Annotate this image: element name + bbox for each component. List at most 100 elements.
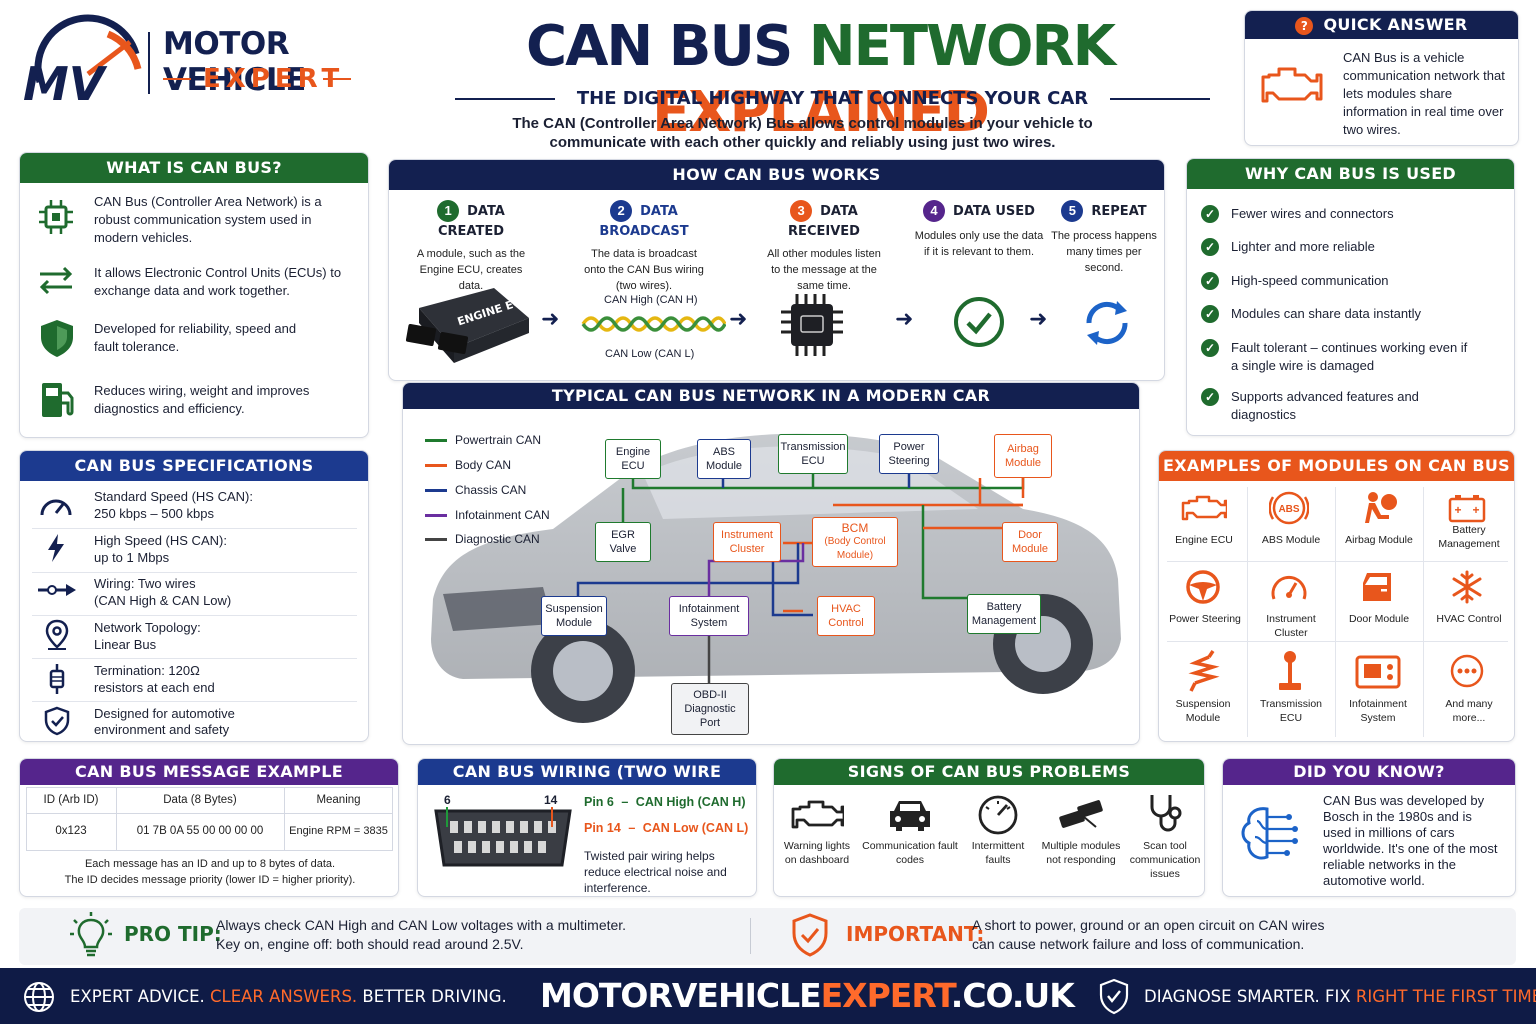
message-panel: CAN BUS MESSAGE EXAMPLE ID (Arb ID) Data… xyxy=(19,758,399,897)
pin-14-number: 14 xyxy=(544,793,558,807)
why-item-1: ✓Fewer wires and connectors xyxy=(1201,205,1394,223)
can-high-label: CAN High (CAN H) xyxy=(604,294,698,306)
step-3-number: 3 xyxy=(790,200,813,222)
example-transmission: Transmission ECU xyxy=(1259,698,1323,724)
stethoscope-icon xyxy=(1150,795,1182,832)
msg-header-meaning: Meaning xyxy=(316,794,361,806)
module-door: Door Module xyxy=(1002,522,1058,562)
sign-multiple-modules: Multiple modules not responding xyxy=(1041,840,1121,866)
battery-icon: ++ xyxy=(1448,495,1486,523)
brain-circuit-icon xyxy=(1241,807,1298,860)
legend-body: Body CAN xyxy=(425,458,511,472)
abs-icon: ABS xyxy=(1269,491,1309,525)
spec-4-a: Network Topology: xyxy=(94,620,201,635)
spec-3-a: Wiring: Two wires xyxy=(94,576,196,591)
signs-panel: SIGNS OF CAN BUS PROBLEMS Warning lights… xyxy=(773,758,1205,897)
brand-line2: EXPERT xyxy=(203,64,345,94)
spec-5-a: Termination: 120Ω xyxy=(94,663,200,678)
footer xyxy=(0,968,1536,1024)
wire-arrow-icon xyxy=(38,584,76,596)
page-subtitle: THE DIGITAL HIGHWAY THAT CONNECTS YOUR C… xyxy=(576,88,1089,109)
check-icon: ✓ xyxy=(1201,238,1219,256)
what-item-3: Developed for reliability, speed and fau… xyxy=(94,321,297,354)
arrow-icon: ➜ xyxy=(1029,306,1048,331)
footer-website-link[interactable]: MOTORVEHICLEEXPERT.CO.UK xyxy=(540,976,1075,1015)
spec-3-b: (CAN High & CAN Low) xyxy=(94,593,232,608)
check-icon: ✓ xyxy=(1201,205,1219,223)
module-transmission: Transmission ECU xyxy=(778,434,848,474)
step-5-number: 5 xyxy=(1061,200,1084,222)
title-part1: CAN BUS xyxy=(525,14,793,79)
example-instrument-cluster: Instrument Cluster xyxy=(1266,613,1316,639)
example-engine-ecu: Engine ECU xyxy=(1175,534,1233,546)
module-instrument-cluster: Instrument Cluster xyxy=(713,522,781,562)
infotainment-screen-icon xyxy=(1355,655,1401,689)
lightning-icon xyxy=(48,534,64,562)
example-power-steering: Power Steering xyxy=(1169,613,1241,625)
quick-answer-panel: ?QUICK ANSWER CAN Bus is a vehicle commu… xyxy=(1244,10,1519,146)
step-2-desc: The data is broadcast onto the CAN Bus w… xyxy=(584,248,704,292)
sign-intermittent: Intermittent faults xyxy=(971,840,1025,866)
step-4-number: 4 xyxy=(923,200,946,222)
why-item-4: ✓Modules can share data instantly xyxy=(1201,305,1421,323)
brand-logo: MV MOTOR VEHICLE EXPERT xyxy=(18,14,418,104)
shield-check-footer-icon xyxy=(1099,978,1129,1015)
step-2-number: 2 xyxy=(610,200,633,222)
microchip-icon xyxy=(781,294,843,356)
spec-4-b: Linear Bus xyxy=(94,637,157,652)
examples-title: EXAMPLES OF MODULES ON CAN BUS xyxy=(1159,451,1514,481)
step-1-desc: A module, such as the Engine ECU, create… xyxy=(416,248,526,292)
example-battery: Battery Management xyxy=(1438,524,1500,550)
step-5-desc: The process happens many times per secon… xyxy=(1051,230,1157,274)
exchange-arrows-icon xyxy=(39,266,73,295)
title-part2: NETWORK xyxy=(808,14,1116,79)
wiring-title: CAN BUS WIRING (TWO WIRE SYSTEM) xyxy=(418,759,756,807)
pro-tip-label: PRO TIP: xyxy=(124,922,222,946)
warning-shield-icon xyxy=(792,913,828,957)
module-abs: ABS Module xyxy=(697,439,751,479)
examples-panel: EXAMPLES OF MODULES ON CAN BUS Engine EC… xyxy=(1158,450,1515,742)
svg-text:+: + xyxy=(1472,503,1479,517)
check-icon: ✓ xyxy=(1201,388,1219,406)
example-suspension: Suspension Module xyxy=(1175,698,1231,724)
question-icon: ? xyxy=(1295,17,1314,35)
resistor-icon xyxy=(49,664,65,694)
spec-1-a: Standard Speed (HS CAN): xyxy=(94,489,253,504)
arrow-icon: ➜ xyxy=(729,306,748,331)
pin-6-number: 6 xyxy=(444,793,451,807)
step-3-title: DATA RECEIVED xyxy=(788,204,860,239)
why-item-6: ✓Supports advanced features and diagnost… xyxy=(1201,388,1431,424)
module-hvac: HVAC Control xyxy=(817,596,875,636)
legend-chassis: Chassis CAN xyxy=(425,483,526,497)
signs-title: SIGNS OF CAN BUS PROBLEMS xyxy=(774,759,1204,785)
intro-line1: The CAN (Controller Area Network) Bus al… xyxy=(512,115,1093,132)
engine-warning-icon xyxy=(1261,67,1323,103)
example-more: And many more... xyxy=(1445,698,1493,724)
brand-line1: MOTOR VEHICLE xyxy=(163,26,306,98)
step-1-number: 1 xyxy=(437,200,460,222)
module-bcm: BCM(Body Control Module) xyxy=(812,517,898,567)
spec-6-a: Designed for automotive xyxy=(94,706,235,721)
pro-tip-line1: Always check CAN High and CAN Low voltag… xyxy=(216,917,627,933)
speedometer-logo-icon: MV xyxy=(23,14,142,104)
step-4-desc: Modules only use the data if it is relev… xyxy=(914,230,1044,258)
check-icon: ✓ xyxy=(1201,339,1219,357)
sign-fault-codes: Communication fault codes xyxy=(862,840,958,866)
abs-icon-text: ABS xyxy=(1278,504,1299,515)
brand-mark: MV xyxy=(23,57,108,104)
quick-answer-title: QUICK ANSWER xyxy=(1323,15,1468,34)
module-battery: Battery Management xyxy=(967,594,1041,634)
step-3-desc: All other modules listen to the message … xyxy=(767,248,881,292)
legend-infotainment: Infotainment CAN xyxy=(425,508,550,522)
gear-shift-icon xyxy=(1279,651,1301,690)
spec-1-b: 250 kbps – 500 kbps xyxy=(94,506,214,521)
network-panel: TYPICAL CAN BUS NETWORK IN A MODERN CAR … xyxy=(402,382,1140,745)
pro-tip-line2: Key on, engine off: both should read aro… xyxy=(216,936,524,952)
engine-icon xyxy=(1181,495,1227,521)
example-airbag: Airbag Module xyxy=(1345,534,1413,546)
